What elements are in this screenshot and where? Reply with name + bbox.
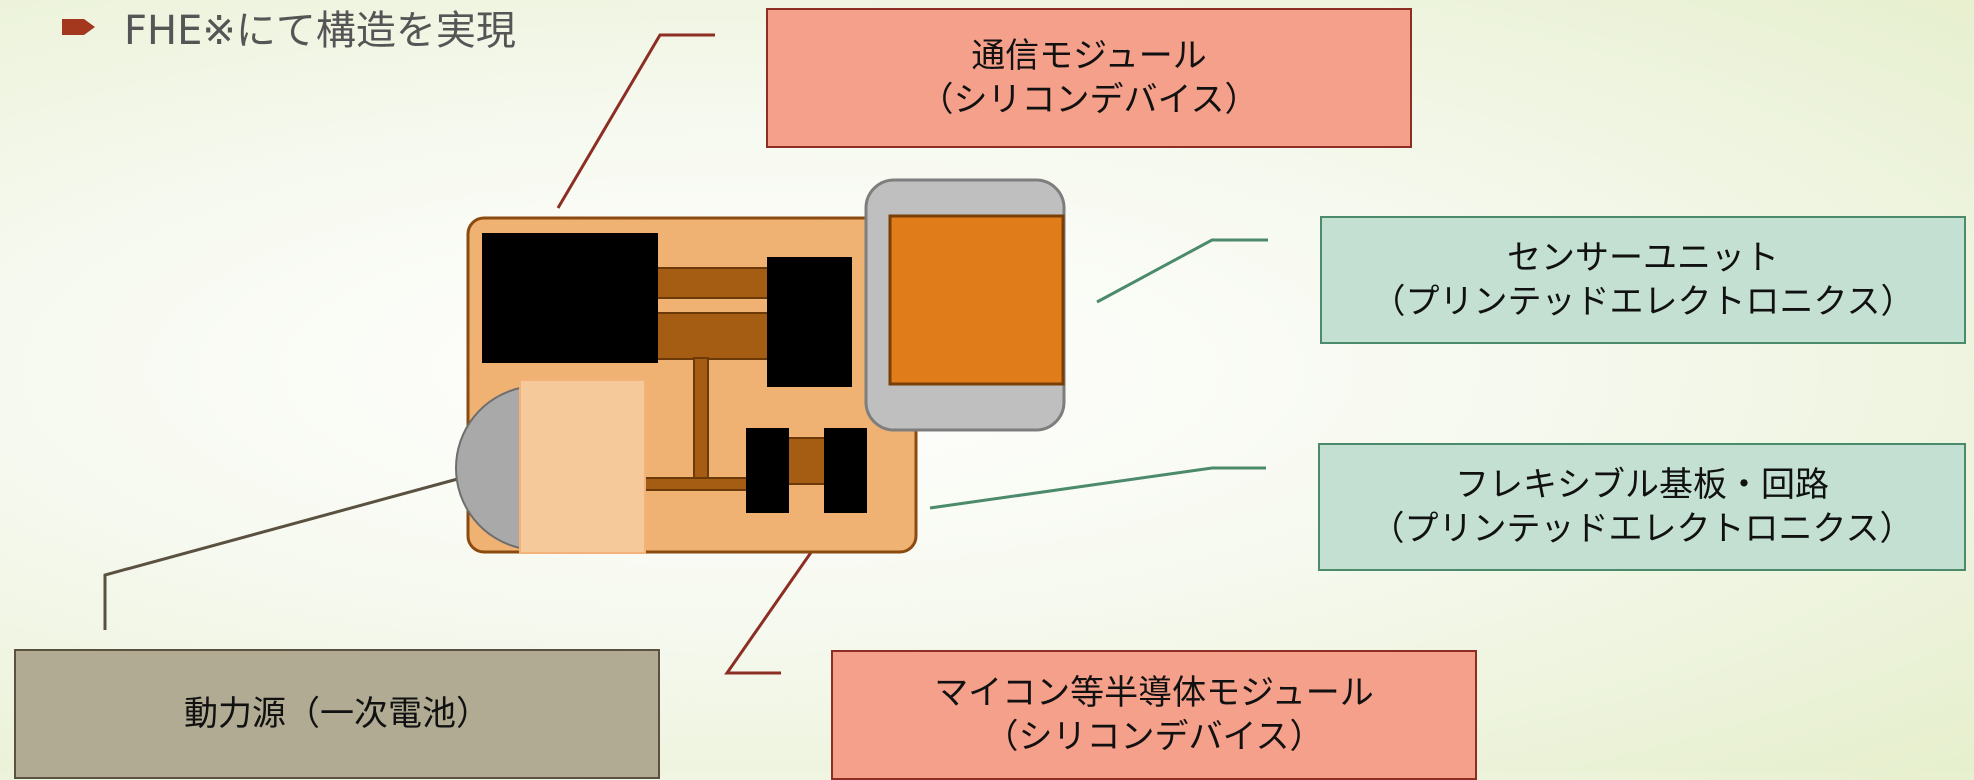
sensor-leader-line	[1096, 238, 1268, 304]
bullet-point: FHE※にて構造を実現	[62, 2, 516, 54]
flex-leader-line	[929, 466, 1266, 510]
sensor-unit-subtitle: （プリンテッドエレクトロニクス）	[1371, 282, 1915, 322]
comm-chip	[482, 233, 658, 363]
trace-upper	[655, 267, 769, 299]
sensor-core	[888, 214, 1065, 386]
comm-module-label: 通信モジュール （シリコンデバイス）	[766, 8, 1412, 148]
mcu-chip-left	[746, 428, 789, 513]
trace-mcu-link	[783, 437, 829, 485]
power-source-label: 動力源（一次電池）	[14, 649, 660, 779]
comm-leader-line	[556, 33, 715, 209]
trace-horizontal	[642, 477, 748, 491]
mcu-module-title: マイコン等半導体モジュール	[934, 672, 1374, 713]
mcu-chip-right	[824, 428, 867, 513]
comm-module-subtitle: （シリコンデバイス）	[919, 80, 1259, 120]
arrow-bullet-icon	[62, 19, 95, 35]
power-source-title: 動力源（一次電池）	[184, 693, 490, 734]
flexible-board-subtitle: （プリンテッドエレクトロニクス）	[1370, 509, 1914, 549]
trace-vertical	[693, 357, 709, 481]
comm-module-title: 通信モジュール	[971, 35, 1207, 76]
mcu-leader-line	[724, 517, 837, 675]
sensor-unit-label: センサーユニット （プリンテッドエレクトロニクス）	[1320, 216, 1966, 344]
trace-middle	[655, 312, 769, 360]
flexible-board-title: フレキシブル基板・回路	[1455, 464, 1829, 505]
mcu-module-label: マイコン等半導体モジュール （シリコンデバイス）	[831, 650, 1477, 780]
battery-cell	[519, 379, 646, 554]
bullet-text: FHE※にて構造を実現	[124, 8, 516, 54]
battery-cap	[455, 386, 521, 550]
chip-right	[767, 257, 852, 387]
sensor-unit-title: センサーユニット	[1507, 237, 1779, 278]
mcu-module-subtitle: （シリコンデバイス）	[984, 717, 1324, 757]
flexible-board-label: フレキシブル基板・回路 （プリンテッドエレクトロニクス）	[1318, 443, 1966, 571]
power-leader-line	[103, 475, 466, 630]
